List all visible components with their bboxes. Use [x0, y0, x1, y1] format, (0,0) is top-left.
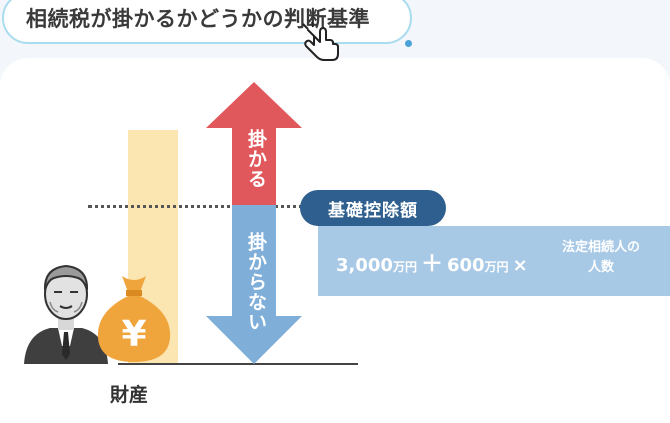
heirs-line-2: 人数 — [587, 260, 614, 275]
down-arrow — [206, 205, 302, 364]
up-arrow-label: 掛かる — [245, 129, 267, 189]
threshold-line — [88, 205, 310, 208]
title-dot — [405, 40, 412, 47]
asset-label: 財産 — [110, 384, 149, 406]
per-heir-unit: 万円 — [484, 260, 509, 274]
base-unit: 万円 — [392, 260, 417, 274]
down-arrow-label: 掛からない — [245, 232, 267, 332]
ground-line — [118, 363, 358, 365]
heirs-count-label: 法定相続人の 人数 — [538, 238, 664, 278]
tax-arrow — [206, 82, 302, 364]
per-heir-amount: 600 — [446, 255, 485, 276]
title-banner: 相続税が掛かるかどうかの判断基準 — [2, 0, 412, 44]
hand-pointer-icon — [302, 21, 339, 61]
basic-deduction-label: 基礎控除額 — [300, 190, 446, 226]
heirs-line-1: 法定相続人の — [561, 240, 640, 255]
plus-sign: ＋ — [420, 252, 443, 277]
yen-symbol: ¥ — [121, 314, 146, 355]
deduction-formula: 3,000 万円 ＋ 600 万円 × — [336, 246, 528, 278]
deduction-formula-box — [318, 226, 670, 296]
elderly-man-icon — [24, 264, 108, 364]
base-amount: 3,000 — [336, 255, 393, 276]
money-bag-icon: ¥ — [97, 276, 171, 362]
times-sign: × — [512, 255, 528, 276]
up-arrow — [206, 82, 302, 205]
